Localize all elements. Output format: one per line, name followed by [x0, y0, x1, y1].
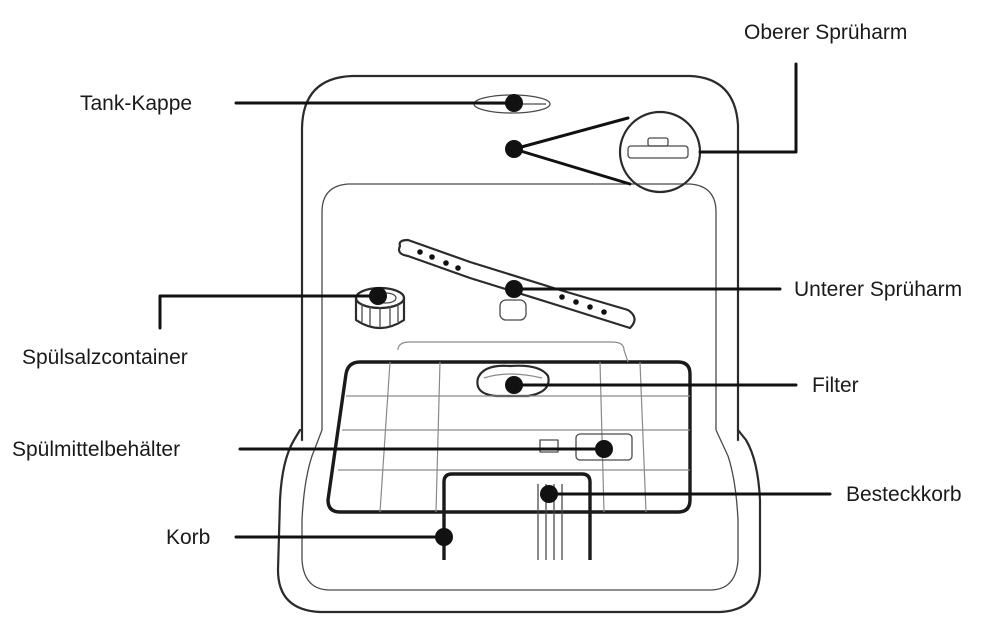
salt-container-leader [158, 294, 380, 330]
dishwasher-housing [300, 74, 740, 442]
basket-label: Korb [166, 526, 210, 549]
upper-spray-arm-zoom-line-bottom [512, 147, 632, 186]
part-labels: Tank-Kappe Oberer Sprüharm Unterer Sprüh… [12, 21, 962, 549]
dishwasher-door-inner [301, 429, 739, 591]
upper-spray-arm-dot [505, 140, 523, 158]
cutlery-basket-label: Besteckkorb [846, 483, 962, 506]
tank-cap-dot [505, 94, 523, 112]
detergent-hinge [539, 439, 559, 453]
cutlery-basket-shape [442, 472, 592, 560]
salt-container-dot [369, 287, 387, 305]
basket-frame [326, 360, 692, 514]
dishwasher-illustration [276, 74, 762, 614]
basket-grid [338, 341, 690, 513]
dishwasher-door [276, 428, 762, 614]
inner-tub [321, 183, 717, 430]
lower-spray-arm-label: Unterer Sprüharm [794, 278, 962, 301]
detergent-container-shape [575, 433, 633, 461]
filter-shape [476, 364, 550, 398]
upper-spray-arm-leader [698, 62, 798, 154]
detergent-container-dot [595, 440, 613, 458]
lower-spray-arm-dot [505, 280, 523, 298]
upper-spray-arm-inset-part [627, 145, 689, 159]
filter-label: Filter [812, 374, 859, 397]
salt-container-label: Spülsalzcontainer [22, 346, 188, 369]
upper-spray-arm-label: Oberer Sprüharm [744, 21, 907, 44]
callout-lines [158, 62, 832, 546]
upper-spray-arm-zoom-line-top [512, 116, 630, 151]
detergent-container-label: Spülmittelbehälter [12, 438, 180, 461]
tank-cap-label: Tank-Kappe [80, 92, 192, 115]
cutlery-basket-dot [540, 485, 558, 503]
upper-spray-arm-inset-hub [647, 137, 669, 147]
lower-spray-arm-shape [397, 238, 636, 330]
filter-dot [505, 376, 523, 394]
basket-dot [435, 528, 453, 546]
